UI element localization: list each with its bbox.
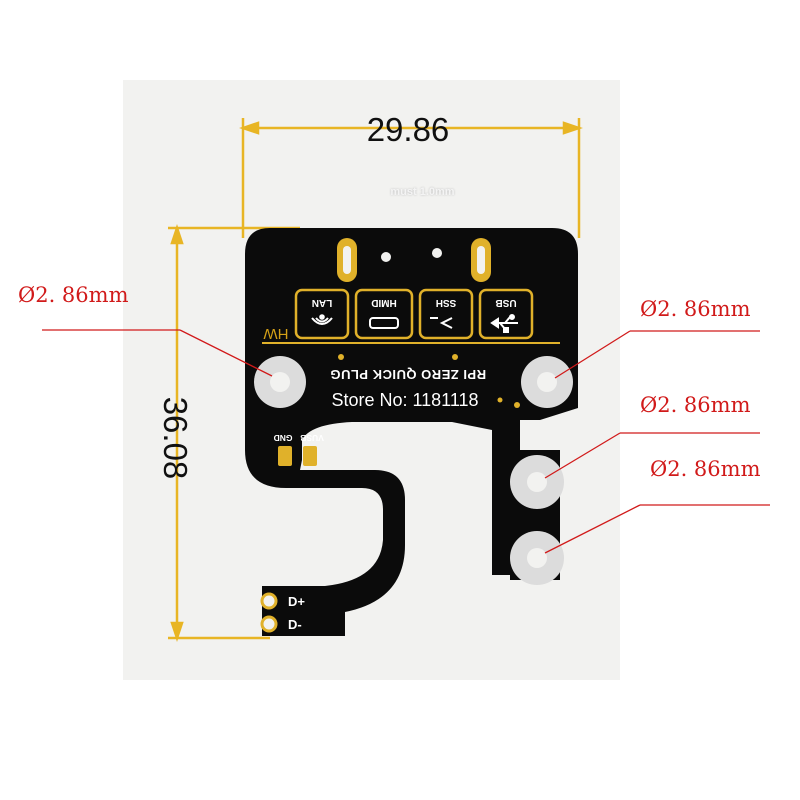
vusb-gnd-pads bbox=[278, 446, 317, 466]
mounting-hole-left bbox=[254, 356, 306, 408]
callout-hole-right: Ø2. 86mm bbox=[640, 297, 751, 321]
height-dimension-label: 36.08 bbox=[157, 396, 194, 480]
width-dimension-line bbox=[239, 118, 583, 238]
callout-hole-left: Ø2. 86mm bbox=[18, 283, 129, 307]
callout-hole-lower-2: Ø2. 86mm bbox=[650, 457, 761, 481]
pin-label-gnd: GND bbox=[273, 433, 293, 443]
callout-hole-lower-1: Ø2. 86mm bbox=[640, 393, 751, 417]
port-label-usb: USB bbox=[495, 297, 517, 308]
store-watermark: Store No: 1181118 bbox=[331, 390, 479, 410]
port-label-lan: LAN bbox=[311, 297, 333, 308]
port-label-ssh: SSH bbox=[435, 297, 457, 308]
wifi-icon bbox=[311, 314, 333, 325]
pin-label-vusb: VUSB bbox=[300, 433, 324, 443]
pin-label-dplus: D+ bbox=[288, 594, 305, 609]
gold-vias bbox=[338, 354, 520, 408]
callout-leaders bbox=[42, 329, 770, 554]
pcb-title: RPI ZERO QUICK PLUG bbox=[329, 367, 487, 382]
port-label-hmid: HMID bbox=[371, 297, 397, 308]
mounting-hole-lower-2 bbox=[510, 531, 564, 585]
terminal-prompt-icon bbox=[430, 317, 453, 329]
hw-mark: HW bbox=[263, 325, 289, 342]
usb-data-pads bbox=[260, 592, 278, 633]
height-dimension-line bbox=[168, 224, 300, 642]
thickness-note: must 1.0mm bbox=[390, 186, 455, 198]
top-slots bbox=[337, 238, 491, 282]
port-boxes bbox=[294, 288, 534, 340]
width-dimension-label: 29.86 bbox=[366, 111, 450, 148]
hdmi-port-icon bbox=[369, 317, 399, 329]
mounting-hole-lower-1 bbox=[510, 455, 564, 509]
pin-label-dminus: D- bbox=[288, 617, 302, 632]
usb-icon bbox=[490, 314, 518, 333]
mounting-hole-right bbox=[521, 356, 573, 408]
